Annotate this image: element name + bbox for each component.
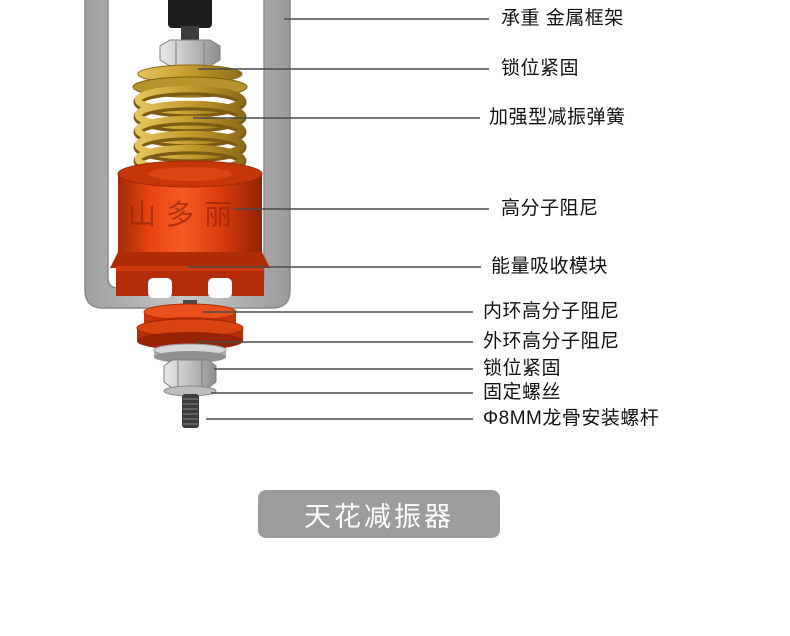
damping-spring — [133, 85, 247, 177]
top-bolt-icon — [168, 0, 212, 28]
top-lock-nut-icon — [159, 39, 221, 67]
polymer-damper-cylinder: 山多丽 — [110, 160, 270, 268]
part-label-frame: 承重 金属框架 — [501, 8, 624, 29]
part-label-outer-ring: 外环高分子阻尼 — [483, 331, 620, 352]
metal-frame — [84, 0, 291, 309]
part-label-mounting-rod: Φ8MM龙骨安装螺杆 — [483, 408, 660, 429]
emboss-text: 山多丽 — [128, 199, 242, 230]
bottom-lock-nut-icon — [163, 359, 217, 389]
part-label-inner-ring: 内环高分子阻尼 — [483, 301, 620, 322]
energy-absorption-module — [116, 266, 264, 298]
mounting-rod — [182, 394, 199, 428]
part-label-energy: 能量吸收模块 — [491, 256, 609, 277]
product-caption: 天花减振器 — [258, 490, 500, 538]
part-label-spring: 加强型减振弹簧 — [489, 107, 626, 128]
part-label-lock-bottom: 锁位紧固 — [483, 358, 562, 379]
part-label-polymer: 高分子阻尼 — [501, 198, 599, 219]
part-label-lock-top: 锁位紧固 — [501, 58, 580, 79]
outer-ring-damper — [136, 318, 244, 350]
part-label-fixing-screw: 固定螺丝 — [483, 382, 562, 403]
leader-lines — [188, 18, 489, 420]
top-bolt-shank — [181, 26, 199, 40]
